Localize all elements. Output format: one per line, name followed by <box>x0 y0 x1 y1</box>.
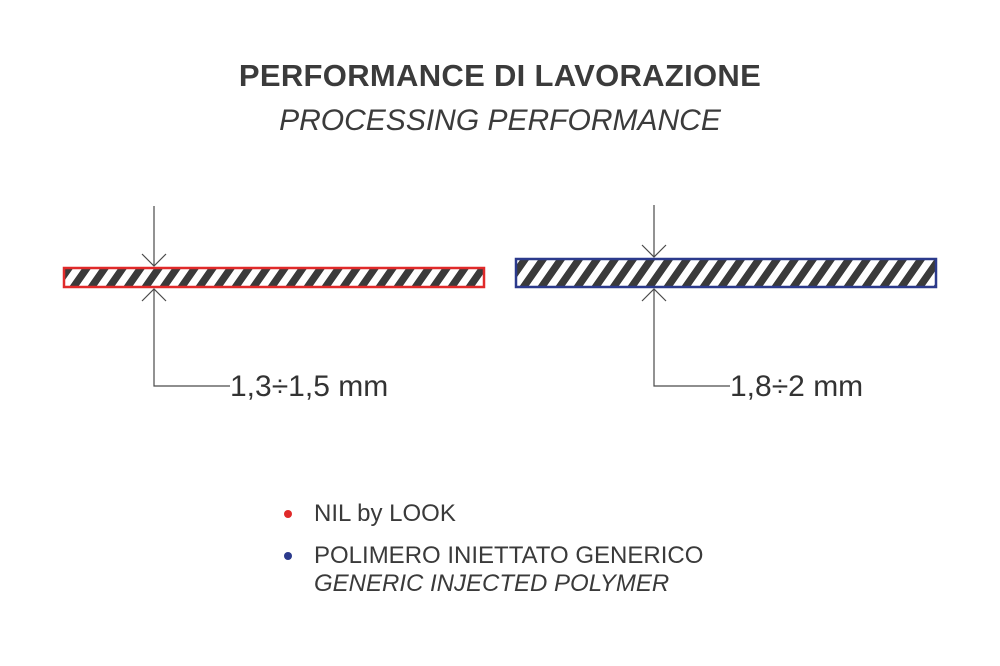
generic-thickness-label: 1,8÷2 mm <box>730 370 864 403</box>
generic-section-border <box>514 257 938 289</box>
legend-item-generic-polymer: POLIMERO INIETTATO GENERICO GENERIC INJE… <box>284 542 784 598</box>
legend: NIL by LOOK POLIMERO INIETTATO GENERICO … <box>284 500 784 612</box>
generic-leader-line <box>653 289 730 387</box>
legend-dot-red <box>284 510 292 518</box>
nil-by-look-section-fill <box>64 268 484 287</box>
generic-top-arrowhead <box>641 244 667 258</box>
legend-label: NIL by LOOK <box>314 500 456 527</box>
sample-generic-polymer <box>514 205 938 387</box>
legend-label: POLIMERO INIETTATO GENERICO <box>314 542 704 569</box>
nil-top-arrowhead <box>141 253 167 267</box>
legend-sublabel: GENERIC INJECTED POLYMER <box>314 570 670 597</box>
legend-dot-blue <box>284 552 292 560</box>
legend-item-nil-by-look: NIL by LOOK <box>284 500 784 528</box>
nil-thickness-label: 1,3÷1,5 mm <box>230 370 389 403</box>
page-title: PERFORMANCE DI LAVORAZIONE <box>238 58 762 93</box>
nil-leader-line <box>153 289 230 387</box>
generic-section-fill <box>516 259 936 287</box>
nil-by-look-section-border <box>62 266 486 289</box>
sample-nil-by-look <box>62 206 486 387</box>
page-subtitle: PROCESSING PERFORMANCE <box>279 104 721 137</box>
